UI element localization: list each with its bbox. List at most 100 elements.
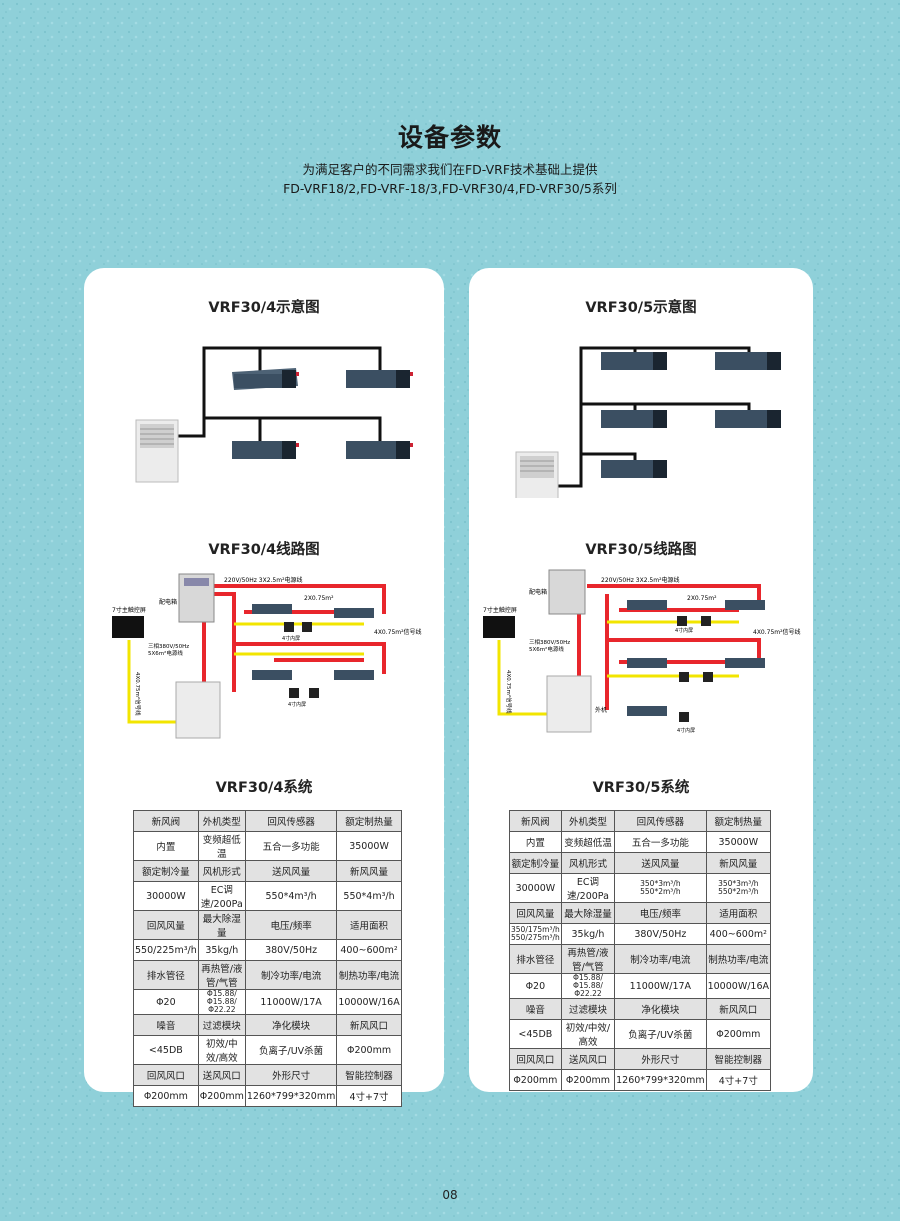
vrf30-5-card: VRF30/5示意图 VRF30/5线路图 [469,268,813,1092]
indoor-unit [232,441,299,459]
table-cell: 初效/中效/高效 [197,1035,246,1065]
table-cell: 新风风口 [705,998,772,1020]
table-cell: Φ15.88/Φ15.88/Φ22.22 [560,973,616,999]
power-cable-label: 220V/50Hz 3X2.5m²电源线 [224,576,303,584]
three-phase-label: 三相380V/50Hz [529,638,570,646]
table-cell: 350*3m³/h 550*2m³/h [705,873,772,903]
table-cell: 净化模块 [244,1014,338,1036]
table-cell: 新风风量 [336,860,402,882]
table-cell: 550*4m³/h [244,881,338,911]
table-cell: 回风传感器 [614,810,707,832]
distribution-box-label: 配电箱 [159,598,177,606]
table-cell: 智能控制器 [336,1064,402,1086]
main-screen-label: 7寸主触控屏 [112,606,146,614]
table-cell: 30000W [509,873,562,903]
distribution-box-label: 配电箱 [529,588,547,596]
table-row: 额定制冷量风机形式送风风量新风风量 [509,852,772,874]
distribution-box [548,569,586,615]
signal-4x-label: 4X0.75m²信号线 [753,628,801,636]
schematic-diagram [515,346,781,498]
table-cell: 380V/50Hz [244,939,338,961]
power-5x6-label: 5X6m²电源线 [529,645,564,653]
table-row: 回风风口送风风口外形尺寸智能控制器 [509,1048,772,1070]
table-cell: Φ200mm [705,1019,772,1049]
table-row: 噪音过滤模块净化模块新风风口 [133,1014,402,1036]
table-cell: 11000W/17A [614,973,707,999]
table-cell: 风机形式 [560,852,616,874]
schematic-diagram [135,346,413,483]
table-cell: Φ20 [133,989,199,1015]
signal-2x-label: 2X0.75m² [304,595,334,602]
table-row: 噪音过滤模块净化模块新风风口 [509,998,772,1020]
table-cell: 回风风口 [509,1048,562,1070]
signal-2x-label: 2X0.75m² [687,595,717,602]
table-cell: 4寸+7寸 [705,1069,772,1091]
table-cell: 制热功率/电流 [336,960,402,990]
page-number: 08 [442,1188,458,1202]
page-title: 设备参数 [397,123,502,152]
table-row: 新风阀外机类型回风传感器额定制热量 [509,810,772,832]
main-touch-screen [112,616,144,638]
table-cell: 新风阀 [509,810,562,832]
system-title: VRF30/5系统 [592,780,690,796]
table-cell: 过滤模块 [560,998,616,1020]
table-cell: 变频超低温 [197,831,246,861]
indoor-unit [346,441,413,459]
table-row: 回风风量最大除湿量电压/频率适用面积 [133,910,402,940]
inner-screen-label: 4寸内屏 [282,635,300,642]
outdoor-unit-icon [135,419,179,483]
table-cell: 送风风口 [560,1048,616,1070]
inner-screen-label: 4寸内屏 [677,727,695,734]
power-cable-label: 220V/50Hz 3X2.5m²电源线 [601,576,680,584]
table-cell: 外机类型 [560,810,616,832]
table-cell: 送风风量 [614,852,707,874]
vertical-signal-label: 4X0.75m²信号线 [505,670,513,714]
table-cell: 新风风口 [336,1014,402,1036]
table-cell: Φ200mm [336,1035,402,1065]
table-row: 回风风量最大除湿量电压/频率适用面积 [509,902,772,924]
outdoor-unit-icon [175,681,221,739]
schematic-title: VRF30/4示意图 [208,300,320,316]
table-cell: Φ200mm [197,1085,246,1107]
wiring-diagram: 配电箱 220V/50Hz 3X2.5m²电源线 7寸主触控屏 三相380V/5… [112,573,422,739]
three-phase-label: 三相380V/50Hz [148,642,189,650]
table-cell: 35000W [705,831,772,853]
outdoor-unit-icon [546,675,592,733]
table-cell: 净化模块 [614,998,707,1020]
table-cell: 新风阀 [133,810,199,832]
table-cell: 35kg/h [197,939,246,961]
table-cell: 额定制热量 [705,810,772,832]
page-header: 设备参数 为满足客户的不同需求我们在FD-VRF技术基础上提供 FD-VRF18… [0,118,900,198]
table-cell: 回风风量 [509,902,562,924]
table-cell: 风机形式 [197,860,246,882]
table-cell: 回风风口 [133,1064,199,1086]
table-row: 回风风口送风风口外形尺寸智能控制器 [133,1064,402,1086]
table-cell: 送风风量 [244,860,338,882]
table-cell: 噪音 [133,1014,199,1036]
table-cell: 外形尺寸 [614,1048,707,1070]
table-row: 排水管径再热管/液管/气管制冷功率/电流制热功率/电流 [133,960,402,990]
table-cell: 外形尺寸 [244,1064,338,1086]
table-cell: 新风风量 [705,852,772,874]
signal-4x-label: 4X0.75m²信号线 [374,628,422,636]
table-cell: 排水管径 [133,960,199,990]
table-cell: <45DB [133,1035,199,1065]
table-cell: 550*4m³/h [336,881,402,911]
table-cell: 回风传感器 [244,810,338,832]
outdoor-unit-label: 外机 [595,706,607,714]
table-cell: 制热功率/电流 [705,944,772,974]
table-cell: 变频超低温 [560,831,616,853]
table-cell: Φ200mm [560,1069,616,1091]
system-title: VRF30/4系统 [215,780,313,796]
table-cell: 外机类型 [197,810,246,832]
table-cell: 再热管/液管/气管 [560,944,616,974]
